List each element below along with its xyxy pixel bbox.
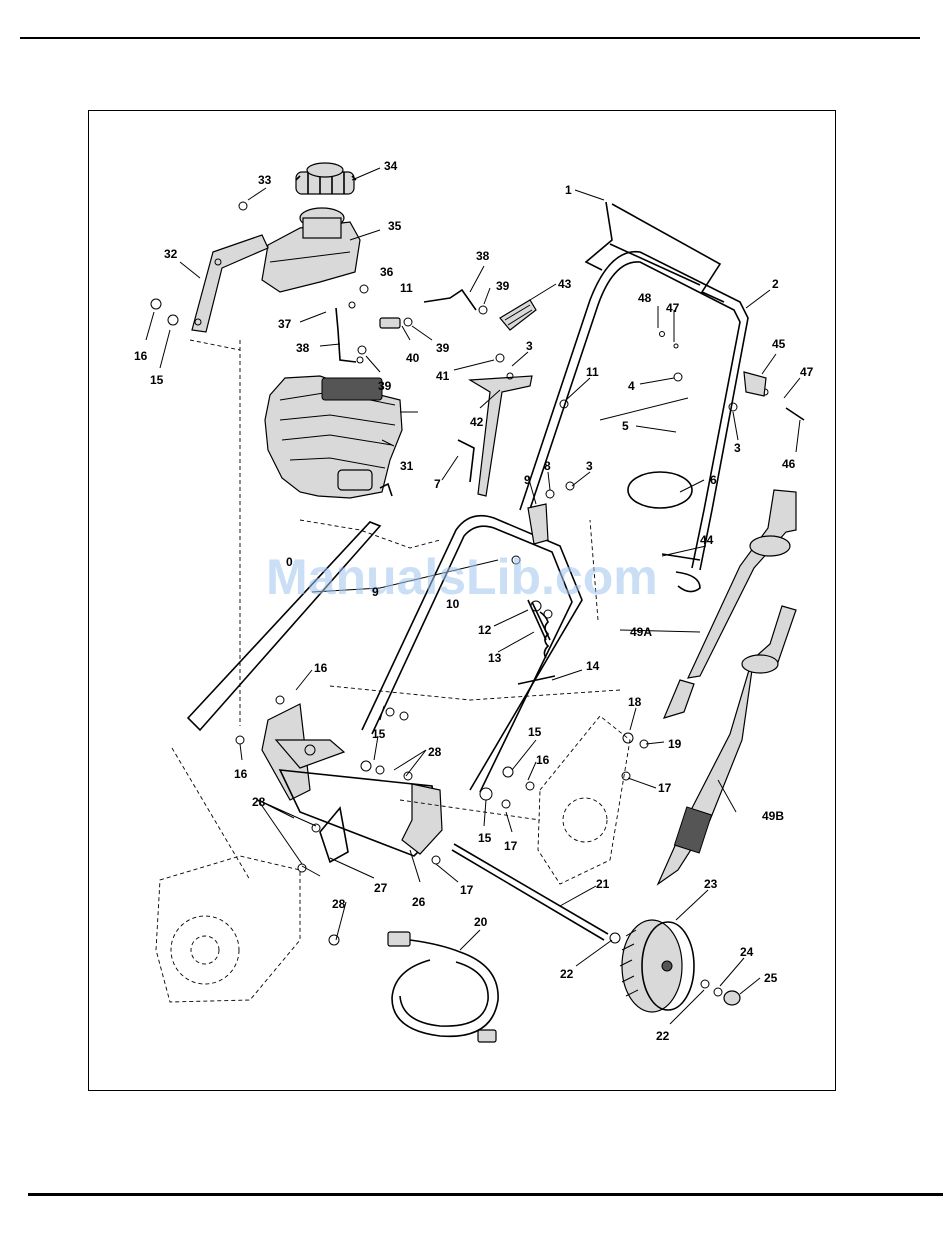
callout-47: 47 bbox=[800, 365, 814, 379]
callout-35: 35 bbox=[388, 219, 402, 233]
callout-7: 7 bbox=[434, 477, 441, 491]
handle-grip-49a bbox=[664, 490, 796, 718]
callout-42: 42 bbox=[470, 415, 484, 429]
callout-28: 28 bbox=[332, 897, 346, 911]
callout-27: 27 bbox=[374, 881, 388, 895]
callout-12: 12 bbox=[478, 623, 492, 637]
callout-28: 28 bbox=[428, 745, 442, 759]
callout-22: 22 bbox=[656, 1029, 670, 1043]
callout-16: 16 bbox=[314, 661, 328, 675]
callout-18: 18 bbox=[628, 695, 642, 709]
footer-rule bbox=[28, 1193, 943, 1196]
callout-3: 3 bbox=[526, 339, 533, 353]
extension-cord bbox=[388, 932, 498, 1042]
callout-28: 28 bbox=[252, 795, 266, 809]
fuel-tank bbox=[262, 208, 360, 292]
callout-33: 33 bbox=[258, 173, 272, 187]
callout-13: 13 bbox=[488, 651, 502, 665]
watermark-text: ManualsLib.com bbox=[266, 549, 658, 605]
callout-37: 37 bbox=[278, 317, 292, 331]
callout-34: 34 bbox=[384, 159, 398, 173]
callout-49a: 49A bbox=[630, 625, 652, 639]
callout-39: 39 bbox=[436, 341, 450, 355]
callout-9: 9 bbox=[372, 585, 379, 599]
callout-23: 23 bbox=[704, 877, 718, 891]
throttle-control bbox=[458, 300, 568, 496]
upper-handle bbox=[520, 202, 804, 592]
callout-14: 14 bbox=[586, 659, 600, 673]
callout-21: 21 bbox=[596, 877, 610, 891]
callout-26: 26 bbox=[412, 895, 426, 909]
wheel bbox=[620, 920, 740, 1012]
callout-3: 3 bbox=[586, 459, 593, 473]
callout-16: 16 bbox=[234, 767, 248, 781]
callout-15: 15 bbox=[150, 373, 164, 387]
callout-39: 39 bbox=[496, 279, 510, 293]
callout-15: 15 bbox=[478, 831, 492, 845]
callout-15: 15 bbox=[372, 727, 386, 741]
callout-46: 46 bbox=[782, 457, 796, 471]
callout-11: 11 bbox=[400, 281, 413, 295]
callout-47: 47 bbox=[666, 301, 680, 315]
callout-16: 16 bbox=[536, 753, 550, 767]
callout-10: 10 bbox=[446, 597, 460, 611]
gas-cap bbox=[296, 163, 356, 194]
callout-38: 38 bbox=[476, 249, 490, 263]
callout-1: 1 bbox=[565, 183, 572, 197]
callout-41: 41 bbox=[436, 369, 450, 383]
callout-36: 36 bbox=[380, 265, 394, 279]
callout-40: 40 bbox=[406, 351, 420, 365]
lower-handle bbox=[362, 482, 582, 792]
callout-5: 5 bbox=[622, 419, 629, 433]
callout-24: 24 bbox=[740, 945, 754, 959]
callout-17: 17 bbox=[504, 839, 518, 853]
callout-17: 17 bbox=[460, 883, 474, 897]
callout-20: 20 bbox=[474, 915, 488, 929]
callout-17: 17 bbox=[658, 781, 672, 795]
callout-25: 25 bbox=[764, 971, 778, 985]
callout-31: 31 bbox=[400, 459, 414, 473]
callout-2: 2 bbox=[772, 277, 779, 291]
callout-48: 48 bbox=[638, 291, 652, 305]
callout-49b: 49B bbox=[762, 809, 784, 823]
callout-38: 38 bbox=[296, 341, 310, 355]
fuel-tank-bracket bbox=[192, 235, 268, 332]
callout-11: 11 bbox=[586, 365, 599, 379]
callout-43: 43 bbox=[558, 277, 572, 291]
callout-4: 4 bbox=[628, 379, 635, 393]
callout-22: 22 bbox=[560, 967, 574, 981]
callout-45: 45 bbox=[772, 337, 786, 351]
callout-39: 39 bbox=[378, 379, 392, 393]
callout-19: 19 bbox=[668, 737, 682, 751]
callout-16: 16 bbox=[134, 349, 148, 363]
hardware-right bbox=[480, 733, 648, 808]
callout-0: 0 bbox=[286, 555, 293, 569]
callout-9: 9 bbox=[524, 473, 531, 487]
callout-3: 3 bbox=[734, 441, 741, 455]
callout-32: 32 bbox=[164, 247, 178, 261]
callout-44: 44 bbox=[700, 533, 714, 547]
callout-6: 6 bbox=[710, 473, 717, 487]
callout-15: 15 bbox=[528, 725, 542, 739]
engine bbox=[265, 376, 418, 498]
callout-8: 8 bbox=[544, 459, 551, 473]
